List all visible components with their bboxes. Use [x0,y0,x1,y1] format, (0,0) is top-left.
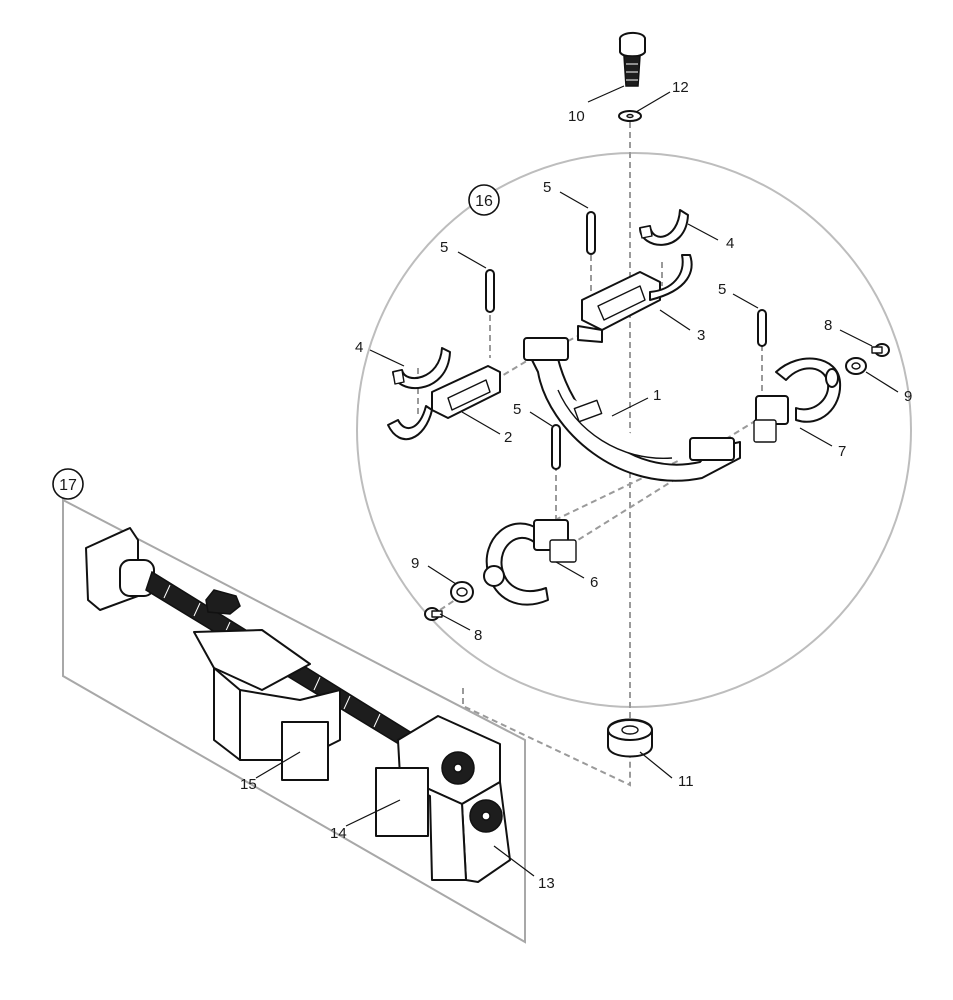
label-part-5-top: 5 [543,179,551,196]
screw-part-8-right [871,343,890,357]
washer-part-12 [618,110,642,122]
pin-part-5-left [485,269,495,313]
clamp-ring-part-7 [753,357,842,443]
label-part-8-right: 8 [824,317,832,334]
label-part-6: 6 [590,574,598,591]
leader-lines [255,85,899,877]
bar-clamp-assembly-17 [85,527,511,883]
detail-circle-16 [356,152,912,708]
label-part-3: 3 [697,327,705,344]
label-part-11: 11 [678,773,694,790]
label-part-9-left: 9 [411,555,419,572]
thumb-screw-part-10 [619,32,646,87]
bushing-part-4-left [392,347,451,390]
label-part-8-left: 8 [474,627,482,644]
spacer-part-9-right [845,357,867,375]
swivel-mount-part-11 [607,718,653,758]
label-part-5-lower: 5 [513,401,521,418]
spacer-part-9-left [450,581,474,603]
bushing-part-4-right [639,209,689,246]
label-part-12: 12 [672,79,689,96]
bow-part-1 [523,337,741,482]
label-part-4-left: 4 [355,339,363,356]
label-part-5-right: 5 [718,281,726,298]
label-part-1: 1 [653,387,661,404]
assembly-17-circle [52,468,84,500]
detail-frame-17 [62,498,526,944]
label-part-13: 13 [538,875,555,892]
screw-part-8-left [424,607,443,621]
label-part-4-right: 4 [726,235,734,252]
label-part-15: 15 [240,776,257,793]
clamp-ring-part-6 [483,519,577,606]
label-part-2: 2 [504,429,512,446]
label-part-7: 7 [838,443,846,460]
label-part-14: 14 [330,825,347,842]
label-part-9-right: 9 [904,388,912,405]
label-assembly-16: 16 [475,193,493,210]
jaw-part-3 [577,254,693,343]
pin-part-5-lower [551,424,561,470]
label-assembly-17: 17 [59,477,77,494]
jaw-part-2 [387,365,501,441]
label-part-5-left: 5 [440,239,448,256]
pin-part-5-right [757,309,767,347]
label-part-10: 10 [568,108,585,125]
pin-part-5-top [586,211,596,255]
assembly-16-circle [468,184,500,216]
